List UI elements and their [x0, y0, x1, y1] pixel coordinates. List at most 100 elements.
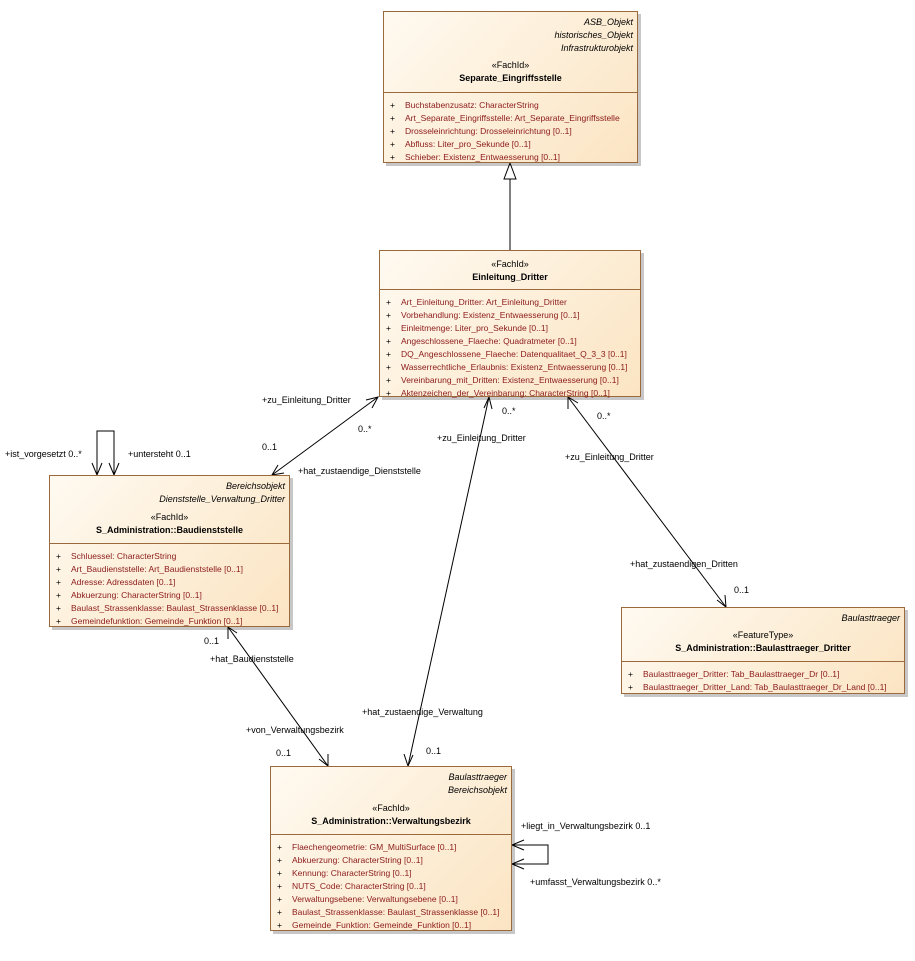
class-verwaltungsbezirk[interactable]: Baulasttraeger Bereichsobjekt «FachId» S… [270, 766, 512, 931]
attribute-text: Verwaltungsebene: Verwaltungsebene [0..1… [292, 894, 458, 904]
self-assoc-baudienststelle [96, 430, 115, 475]
parent-classes: Bereichsobjekt Dienststelle_Verwaltung_D… [159, 480, 285, 506]
visibility-marker: + [390, 126, 395, 136]
stereotype: «FeatureType» [732, 630, 794, 640]
assoc-einleitung-verwaltungsbezirk [407, 396, 490, 767]
visibility-marker: + [390, 113, 395, 123]
visibility-marker: + [277, 907, 282, 917]
role-label: +liegt_in_Verwaltungsbezirk 0..1 [521, 821, 651, 831]
attribute-row: + Wasserrechtliche_Erlaubnis: Existenz_En… [380, 361, 640, 374]
class-name: S_Administration::Baulasttraeger_Dritter [675, 643, 851, 653]
arrowhead-to-verwaltungsbezirk-mid [403, 753, 414, 768]
role-label: +zu_Einleitung_Dritter [437, 433, 526, 443]
class-name: S_Administration::Baudienststelle [95, 525, 244, 535]
attribute-list: + Buchstabenzusatz: CharacterString + Art_… [384, 93, 637, 164]
visibility-marker: + [386, 349, 391, 359]
parent-classes: Baulasttraeger Bereichsobjekt [448, 771, 507, 797]
class-einleitung-dritter[interactable]: «FachId» Einleitung_Dritter +Art_Einleit… [379, 250, 641, 400]
attribute-text: Drosseleinrichtung: Drosseleinrichtung [… [405, 126, 572, 136]
visibility-marker: + [628, 669, 633, 679]
parent-class-name: ASB_Objekt [583, 17, 633, 27]
stereotype: «FachId» [491, 259, 529, 269]
visibility-marker: + [628, 682, 633, 692]
visibility-marker: + [390, 152, 395, 162]
parent-class-name: Baulasttraeger [841, 613, 900, 623]
attribute-row: +Vorbehandlung: Existenz_Entwaesserung [… [380, 309, 640, 322]
class-baudienststelle[interactable]: Bereichsobjekt Dienststelle_Verwaltung_D… [49, 475, 290, 627]
arrowhead-self-verwaltungsbezirk-top [510, 839, 525, 851]
parent-class-name: Baulasttraeger [448, 772, 507, 782]
attribute-row: + DQ_Angeschlossene_Flaeche: Datenqualita… [380, 348, 640, 361]
role-label: +untersteht 0..1 [128, 449, 191, 459]
attribute-list: + Baulasttraeger_Dritter: Tab_Baulasttrae… [622, 662, 904, 694]
parent-class-name: Bereichsobjekt [447, 785, 507, 795]
visibility-marker: + [56, 551, 61, 561]
multiplicity-label: 0..* [597, 411, 611, 421]
attribute-text: Kennung: CharacterString [0..1] [292, 868, 412, 878]
attribute-text: Art_Baudienststelle: Art_Baudienststelle… [71, 564, 243, 574]
attribute-text: Abkuerzung: CharacterString [0..1] [71, 590, 202, 600]
visibility-marker: + [386, 375, 391, 385]
stereotype: «FachId» [491, 60, 530, 70]
attribute-text: Baulasttraeger_Dritter_Land: Tab_Baulast… [643, 682, 887, 692]
attribute-row: +Abfluss: Liter_pro_Sekunde [0..1] [384, 138, 637, 151]
attribute-row: + Buchstabenzusatz: CharacterString [384, 99, 637, 112]
stereotype: «FachId» [372, 803, 410, 813]
attribute-row: + Adresse: Adressdaten [0..1] [50, 576, 289, 589]
attribute-text: Abfluss: Liter_pro_Sekunde [0..1] [405, 139, 531, 149]
visibility-marker: + [56, 603, 61, 613]
visibility-marker: + [277, 868, 282, 878]
class-name: S_Administration::Verwaltungsbezirk [311, 816, 471, 826]
visibility-marker: + [390, 100, 395, 110]
role-label: +ist_vorgesetzt 0..* [5, 449, 82, 459]
assoc-einleitung-baudienststelle [271, 396, 379, 476]
attribute-row: + Baulasttraeger_Dritter_Land: Tab_Baulas… [622, 681, 904, 694]
visibility-marker: + [386, 336, 391, 346]
attribute-text: Baulasttraeger_Dritter: Tab_Baulasttraeg… [643, 669, 840, 679]
parent-class-name: historisches_Objekt [554, 30, 633, 40]
parent-classes: Baulasttraeger [841, 612, 900, 625]
multiplicity-label: 0..1 [276, 748, 292, 758]
attribute-text: Wasserrechtliche_Erlaubnis: Existenz_Ent… [401, 362, 628, 372]
attribute-row: +Schluessel: CharacterString [50, 550, 289, 563]
attribute-text: Art_Separate_Eingriffsstelle: Art_Separa… [405, 113, 620, 123]
visibility-marker: + [56, 616, 61, 626]
self-assoc-verwaltungsbezirk [512, 844, 549, 865]
class-separate-eingriffsstelle[interactable]: ASB_Objekt historisches_Objekt Infrastru… [383, 11, 638, 163]
attribute-list: +Art_Einleitung_Dritter: Art_Einleitung_… [380, 290, 640, 400]
attribute-row: + Drosseleinrichtung: Drosseleinrichtung … [384, 125, 637, 138]
visibility-marker: + [56, 590, 61, 600]
class-header: Baulasttraeger Bereichsobjekt «FachId» S… [271, 767, 511, 835]
class-header: Baulasttraeger «FeatureType» S_Administr… [622, 608, 904, 662]
visibility-marker: + [386, 362, 391, 372]
class-header: «FachId» Einleitung_Dritter [380, 251, 640, 290]
class-name: Separate_Eingriffsstelle [459, 73, 562, 83]
visibility-marker: + [277, 855, 282, 865]
class-baulasttraeger-dritter[interactable]: Baulasttraeger «FeatureType» S_Administr… [621, 607, 905, 694]
role-label: +hat_zustaendigen_Dritten [630, 559, 738, 569]
attribute-text: Angeschlossene_Flaeche: Quadratmeter [0.… [401, 336, 577, 346]
attribute-row: + Abkuerzung: CharacterString [0..1] [50, 589, 289, 602]
class-name: Einleitung_Dritter [472, 272, 548, 282]
attribute-list: +Flaechengeometrie: GM_MultiSurface [0..… [271, 835, 511, 932]
attribute-row: +Flaechengeometrie: GM_MultiSurface [0..… [271, 841, 511, 854]
multiplicity-label: 0..* [358, 424, 372, 434]
multiplicity-label: 0..* [502, 406, 516, 416]
role-label: +zu_Einleitung_Dritter [262, 395, 351, 405]
arrowhead-to-einleitung-right [567, 396, 579, 409]
assoc-einleitung-baulasttraeger [567, 396, 727, 608]
attribute-row: +NUTS_Code: CharacterString [0..1] [271, 880, 511, 893]
attribute-row: + Art_Separate_Eingriffsstelle: Art_Separ… [384, 112, 637, 125]
attribute-text: Adresse: Adressdaten [0..1] [71, 577, 176, 587]
attribute-row: +Vereinbarung_mit_Dritten: Existenz_Entw… [380, 374, 640, 387]
attribute-row: +Gemeinde_Funktion: Gemeinde_Funktion [0… [271, 919, 511, 932]
visibility-marker: + [277, 842, 282, 852]
multiplicity-label: 0..1 [734, 585, 750, 595]
attribute-row: +Einleitmenge: Liter_pro_Sekunde [0..1] [380, 322, 640, 335]
visibility-marker: + [386, 297, 391, 307]
class-header: ASB_Objekt historisches_Objekt Infrastru… [384, 12, 637, 93]
attribute-text: Buchstabenzusatz: CharacterString [405, 100, 539, 110]
attribute-text: Gemeindefunktion: Gemeinde_Funktion [0..… [71, 616, 243, 626]
attribute-text: DQ_Angeschlossene_Flaeche: Datenqualitae… [401, 349, 627, 359]
visibility-marker: + [56, 577, 61, 587]
